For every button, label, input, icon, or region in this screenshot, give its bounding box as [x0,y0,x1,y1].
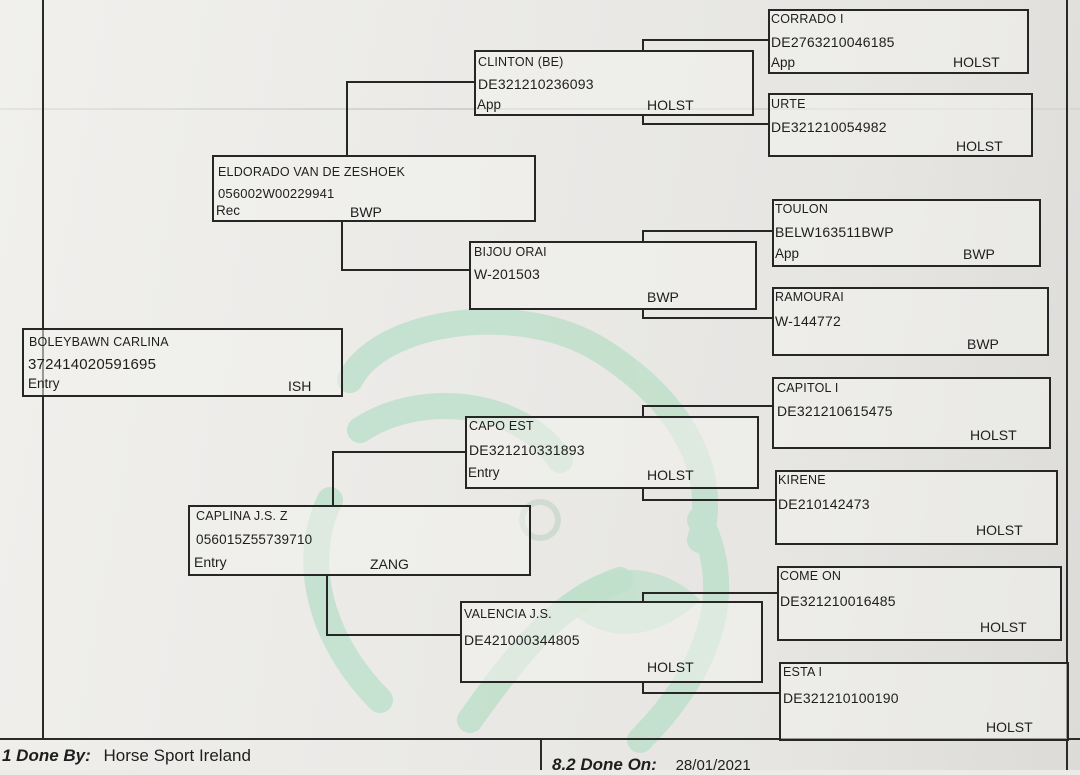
sire-sire-name: CLINTON (BE) [478,55,564,69]
dd-sire-reg: DE321210016485 [780,593,896,609]
ss-dam-breed: HOLST [956,138,1003,154]
horse-box: BOLEYBAWN CARLINA 372414020591695 Entry … [22,328,343,397]
done-by-value: Horse Sport Ireland [103,746,251,765]
connector-cs-urte [642,115,769,125]
ds-dam-box: KIRENE DE210142473 HOLST [775,470,1058,545]
sire-sire-reg: DE321210236093 [478,76,594,92]
ss-sire-status: App [771,55,796,70]
ds-dam-name: KIRENE [778,473,826,487]
dd-dam-breed: HOLST [986,719,1033,735]
dam-breed: ZANG [370,556,409,572]
sire-sire-breed: HOLST [647,97,694,113]
horse-name: BOLEYBAWN CARLINA [29,335,169,349]
dam-sire-name: CAPO EST [469,419,534,433]
connector-ce-capitol [642,405,773,416]
frame-right-line [1066,0,1068,770]
sd-sire-name: TOULON [775,202,829,216]
sd-sire-reg: BELW163511BWP [775,224,894,240]
ds-sire-box: CAPITOL I DE321210615475 HOLST [772,377,1051,449]
dam-reg: 056015Z55739710 [196,532,313,547]
horse-reg: 372414020591695 [28,356,157,373]
sire-sire-box: CLINTON (BE) DE321210236093 App HOLST [474,50,754,116]
connector-bo-ramourai [642,309,773,319]
ds-sire-name: CAPITOL I [777,381,839,395]
sire-dam-breed: BWP [647,289,679,305]
sire-box: ELDORADO VAN DE ZESHOEK 056002W00229941 … [212,155,536,222]
connector-sire-to-sire-sire [346,81,475,155]
dam-box: CAPLINA J.S. Z 056015Z55739710 Entry ZAN… [188,505,531,576]
frame-bottom-line [0,738,1080,740]
ss-sire-breed: HOLST [953,54,1000,70]
sd-sire-status: App [775,246,800,261]
connector-dam-to-dam-sire [332,451,466,505]
sire-dam-reg: W-201503 [474,266,540,282]
dd-dam-name: ESTA I [783,665,823,679]
connector-vj-esta [642,682,780,694]
connector-ce-kirene [642,488,776,501]
sd-dam-breed: BWP [967,336,999,352]
horse-status: Entry [28,376,60,391]
sd-sire-box: TOULON BELW163511BWP App BWP [772,199,1041,267]
dam-sire-status: Entry [468,465,500,480]
ss-sire-name: CORRADO I [771,12,844,26]
dd-sire-name: COME ON [780,569,842,583]
dam-dam-name: VALENCIA J.S. [464,607,552,621]
ss-dam-reg: DE321210054982 [771,119,887,135]
dam-name: CAPLINA J.S. Z [196,509,288,523]
done-on-label: 8.2 Done On: [552,755,657,774]
dd-dam-box: ESTA I DE321210100190 HOLST [779,662,1069,741]
connector-cs-corrado [642,39,769,50]
sire-dam-box: BIJOU ORAI W-201503 BWP [469,241,757,310]
done-by-label: 1 Done By: [2,746,91,765]
dd-sire-box: COME ON DE321210016485 HOLST [777,566,1062,641]
connector-sire-to-sire-dam [341,220,470,271]
dam-sire-box: CAPO EST DE321210331893 Entry HOLST [465,416,759,489]
footer-divider [540,740,542,770]
sire-breed: BWP [350,204,382,220]
dd-sire-breed: HOLST [980,619,1027,635]
ss-dam-name: URTE [771,97,806,111]
sd-sire-breed: BWP [963,246,995,262]
dd-dam-reg: DE321210100190 [783,690,899,706]
dam-sire-breed: HOLST [647,467,694,483]
done-on-value: 28/01/2021 [675,757,751,774]
dam-dam-reg: DE421000344805 [464,632,580,648]
done-by-field: 1 Done By: Horse Sport Ireland [2,746,251,766]
sire-reg: 056002W00229941 [218,186,335,201]
sd-dam-box: RAMOURAI W-144772 BWP [772,287,1049,356]
done-on-field: 8.2 Done On: 28/01/2021 [552,755,751,775]
ss-sire-box: CORRADO I DE2763210046185 App HOLST [768,9,1029,74]
dam-dam-breed: HOLST [647,659,694,675]
connector-bo-toulon [642,230,773,241]
ds-sire-reg: DE321210615475 [777,403,893,419]
connector-dam-to-dam-dam [326,575,461,636]
ss-sire-reg: DE2763210046185 [771,34,895,50]
sire-name: ELDORADO VAN DE ZESHOEK [218,165,406,179]
sire-dam-name: BIJOU ORAI [474,245,547,259]
connector-vj-comeon [642,592,778,601]
sire-status: Rec [216,203,241,218]
ds-dam-breed: HOLST [976,522,1023,538]
dam-sire-reg: DE321210331893 [469,442,585,458]
ds-sire-breed: HOLST [970,427,1017,443]
dam-status: Entry [194,554,227,570]
horse-breed: ISH [288,378,312,394]
sd-dam-name: RAMOURAI [775,290,844,304]
ds-dam-reg: DE210142473 [778,496,870,512]
sd-dam-reg: W-144772 [775,313,841,329]
dam-dam-box: VALENCIA J.S. DE421000344805 HOLST [460,601,763,683]
ss-dam-box: URTE DE321210054982 HOLST [768,93,1033,157]
sire-sire-status: App [477,97,502,112]
